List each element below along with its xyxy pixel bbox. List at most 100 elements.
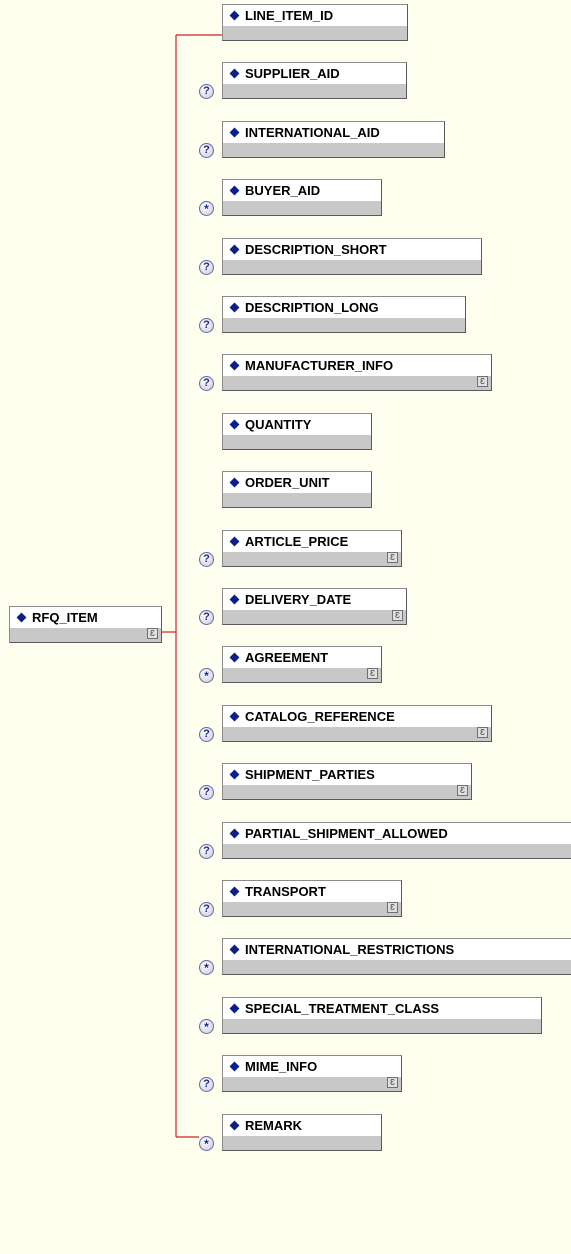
element-type-bar <box>10 628 161 642</box>
element-label: MANUFACTURER_INFO <box>245 358 394 373</box>
element-manufacturer-info[interactable]: MANUFACTURER_INFO Ɛ <box>222 354 492 391</box>
zero-or-more-occurrence-icon: * <box>199 1136 214 1151</box>
element-type-bar <box>223 610 406 624</box>
optional-occurrence-icon: ? <box>199 552 214 567</box>
element-label: SPECIAL_TREATMENT_CLASS <box>245 1001 440 1016</box>
element-diamond-icon <box>229 1003 240 1014</box>
element-partial-shipment-allowed[interactable]: PARTIAL_SHIPMENT_ALLOWED <box>222 822 571 859</box>
element-diamond-icon <box>229 828 240 839</box>
element-remark[interactable]: REMARK <box>222 1114 382 1151</box>
optional-occurrence-icon: ? <box>199 610 214 625</box>
element-quantity[interactable]: QUANTITY <box>222 413 372 450</box>
element-label: LINE_ITEM_ID <box>245 8 334 23</box>
element-label: DESCRIPTION_SHORT <box>245 242 387 257</box>
element-diamond-icon <box>229 711 240 722</box>
element-diamond-icon <box>229 652 240 663</box>
complex-type-icon: Ɛ <box>387 902 398 913</box>
element-diamond-icon <box>229 944 240 955</box>
element-article-price[interactable]: ARTICLE_PRICE Ɛ <box>222 530 402 567</box>
optional-occurrence-icon: ? <box>199 1077 214 1092</box>
element-diamond-icon <box>229 244 240 255</box>
element-catalog-reference[interactable]: CATALOG_REFERENCE Ɛ <box>222 705 492 742</box>
optional-occurrence-icon: ? <box>199 844 214 859</box>
complex-type-icon: Ɛ <box>147 628 158 639</box>
optional-occurrence-icon: ? <box>199 785 214 800</box>
element-type-bar <box>223 960 571 974</box>
element-type-bar <box>223 1077 401 1091</box>
element-type-bar <box>223 84 406 98</box>
element-diamond-icon <box>229 68 240 79</box>
element-type-bar <box>223 201 381 215</box>
element-label: REMARK <box>245 1118 303 1133</box>
zero-or-more-occurrence-icon: * <box>199 668 214 683</box>
optional-occurrence-icon: ? <box>199 143 214 158</box>
element-label: DELIVERY_DATE <box>245 592 352 607</box>
element-diamond-icon <box>229 302 240 313</box>
complex-type-icon: Ɛ <box>477 727 488 738</box>
element-diamond-icon <box>229 886 240 897</box>
element-description-long[interactable]: DESCRIPTION_LONG <box>222 296 466 333</box>
element-label: CATALOG_REFERENCE <box>245 709 395 724</box>
element-type-bar <box>223 318 465 332</box>
element-type-bar <box>223 1136 381 1150</box>
element-buyer-aid[interactable]: BUYER_AID <box>222 179 382 216</box>
root-element-rfq-item[interactable]: RFQ_ITEM Ɛ <box>9 606 162 643</box>
element-diamond-icon <box>229 127 240 138</box>
optional-occurrence-icon: ? <box>199 902 214 917</box>
complex-type-icon: Ɛ <box>477 376 488 387</box>
element-type-bar <box>223 26 407 40</box>
element-label: INTERNATIONAL_AID <box>245 125 380 140</box>
optional-occurrence-icon: ? <box>199 318 214 333</box>
element-line-item-id[interactable]: LINE_ITEM_ID <box>222 4 408 41</box>
complex-type-icon: Ɛ <box>387 1077 398 1088</box>
element-international-aid[interactable]: INTERNATIONAL_AID <box>222 121 445 158</box>
element-label: QUANTITY <box>245 417 312 432</box>
element-type-bar <box>223 844 571 858</box>
element-diamond-icon <box>229 419 240 430</box>
element-transport[interactable]: TRANSPORT Ɛ <box>222 880 402 917</box>
element-description-short[interactable]: DESCRIPTION_SHORT <box>222 238 482 275</box>
optional-occurrence-icon: ? <box>199 260 214 275</box>
element-label: PARTIAL_SHIPMENT_ALLOWED <box>245 826 448 841</box>
element-diamond-icon <box>229 1061 240 1072</box>
element-type-bar <box>223 727 491 741</box>
element-special-treatment-class[interactable]: SPECIAL_TREATMENT_CLASS <box>222 997 542 1034</box>
element-supplier-aid[interactable]: SUPPLIER_AID <box>222 62 407 99</box>
element-diamond-icon <box>229 769 240 780</box>
root-label: RFQ_ITEM <box>32 610 98 625</box>
element-type-bar <box>223 435 371 449</box>
element-diamond-icon <box>229 536 240 547</box>
element-type-bar <box>223 376 491 390</box>
element-diamond-icon <box>229 1120 240 1131</box>
element-order-unit[interactable]: ORDER_UNIT <box>222 471 372 508</box>
element-label: BUYER_AID <box>245 183 321 198</box>
element-label: DESCRIPTION_LONG <box>245 300 379 315</box>
element-label: TRANSPORT <box>245 884 326 899</box>
optional-occurrence-icon: ? <box>199 376 214 391</box>
element-diamond-icon <box>229 10 240 21</box>
element-type-bar <box>223 493 371 507</box>
element-type-bar <box>223 668 381 682</box>
element-type-bar <box>223 260 481 274</box>
element-label: ARTICLE_PRICE <box>245 534 349 549</box>
element-type-bar <box>223 902 401 916</box>
element-delivery-date[interactable]: DELIVERY_DATE Ɛ <box>222 588 407 625</box>
element-type-bar <box>223 1019 541 1033</box>
element-type-bar <box>223 143 444 157</box>
element-type-bar <box>223 785 471 799</box>
complex-type-icon: Ɛ <box>392 610 403 621</box>
element-type-bar <box>223 552 401 566</box>
zero-or-more-occurrence-icon: * <box>199 960 214 975</box>
element-diamond-icon <box>229 594 240 605</box>
zero-or-more-occurrence-icon: * <box>199 201 214 216</box>
complex-type-icon: Ɛ <box>387 552 398 563</box>
complex-type-icon: Ɛ <box>367 668 378 679</box>
element-international-restrictions[interactable]: INTERNATIONAL_RESTRICTIONS <box>222 938 571 975</box>
element-diamond-icon <box>229 185 240 196</box>
element-diamond-icon <box>229 360 240 371</box>
element-label: INTERNATIONAL_RESTRICTIONS <box>245 942 455 957</box>
